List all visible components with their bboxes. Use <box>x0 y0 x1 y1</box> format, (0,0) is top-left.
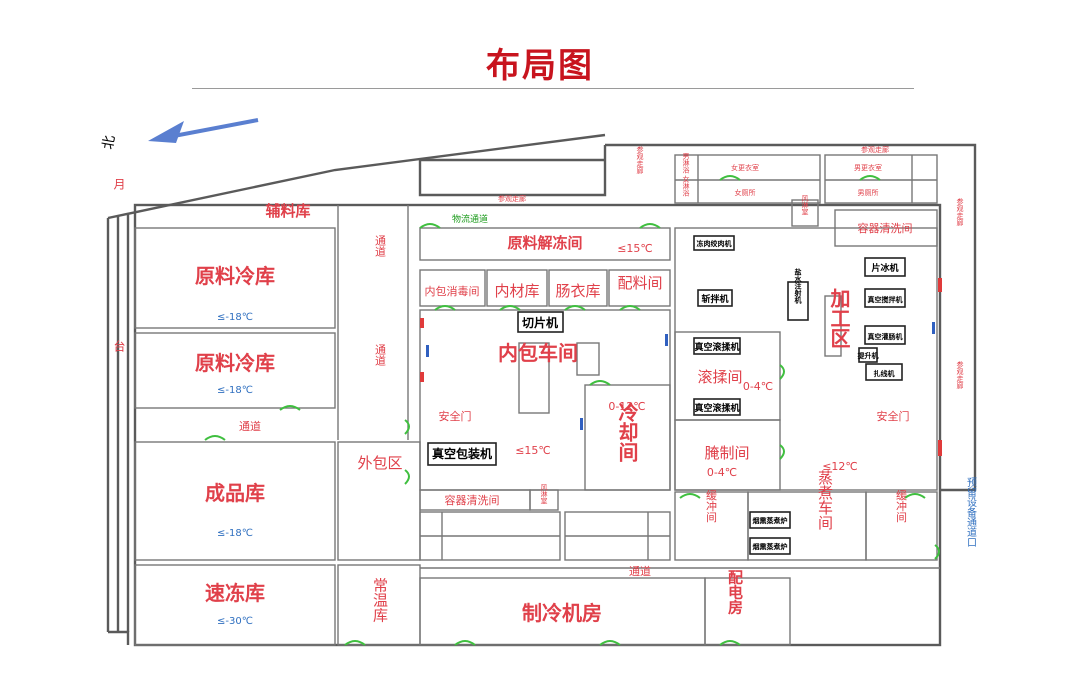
label-fenglin-1: 风淋室 <box>801 195 809 216</box>
equip-label-guanchang: 真空灌肠机 <box>868 332 903 341</box>
temp-sudong: ≤-30℃ <box>217 616 253 627</box>
label-zhengzhu: 蒸煮车间 <box>816 470 834 531</box>
equip-qiepianji <box>517 311 564 333</box>
room-yuanliao-2 <box>134 332 336 409</box>
label-yanzhi: 腌制间 <box>704 444 749 462</box>
label-nv-linyu: 女淋浴 <box>682 175 690 198</box>
room-yuanliao-1 <box>134 227 336 329</box>
equip-label-yanxun-2: 烟熏蒸煮炉 <box>753 542 788 551</box>
label-yuanliao-1: 原料冷库 <box>195 264 275 288</box>
label-peidian: 配电房 <box>726 570 744 616</box>
label-rongqi-2: 容器清洗间 <box>445 493 500 507</box>
label-yuliu: 预留设备通道口 <box>965 477 977 547</box>
label-neicai: 内材库 <box>494 282 539 300</box>
label-fuliao: 辅料库 <box>265 202 310 220</box>
equip-label-qiepianji: 切片机 <box>522 315 558 330</box>
room-lengque <box>584 384 671 491</box>
equip-label-gunrou-1: 真空滚揉机 <box>694 341 739 353</box>
label-anquanmen-1: 安全门 <box>439 409 472 423</box>
label-neibao: 内包车间 <box>498 341 578 365</box>
temp-lengque: 0-12℃ <box>608 400 645 413</box>
label-nv-cesuo: 女厕所 <box>735 188 756 197</box>
corridor-bottom: 通道 <box>629 564 651 578</box>
label-nv-gengyi: 女更衣室 <box>731 163 759 172</box>
label-neibao-xiaodu: 内包消毒间 <box>425 284 480 298</box>
label-fenglin-2: 风淋室 <box>540 484 548 505</box>
label-men-gengyi: 男更衣室 <box>854 163 882 172</box>
label-yuanliao-2: 原料冷库 <box>195 351 275 375</box>
platform-label: 月台 <box>112 178 126 502</box>
temp-jiagong: ≤12℃ <box>822 460 858 473</box>
equip-label-yanxun-1: 烟熏蒸煮炉 <box>753 516 788 525</box>
room-jiedong <box>419 227 671 261</box>
room-neicai <box>486 269 548 307</box>
corridor-canguan-right-1: 参观走廊 <box>956 197 964 227</box>
temp-yuanliao-1: ≤-18℃ <box>217 312 253 323</box>
label-zhileng: 制冷机房 <box>522 601 602 625</box>
room-peidian <box>704 577 791 646</box>
equip-label-pianbing: 片冰机 <box>871 262 898 274</box>
equip-label-jiaoban: 真空搅拌机 <box>868 295 903 304</box>
corridor-canguan-left: 参观走廊 <box>636 145 644 175</box>
room-peiliao <box>608 269 671 307</box>
label-jiedong: 原料解冻间 <box>507 234 582 252</box>
temp-yuanliao-2: ≤-18℃ <box>217 385 253 396</box>
room-sudong <box>134 564 336 646</box>
label-yiyi: 肠衣库 <box>555 282 600 300</box>
temp-chengpin: ≤-18℃ <box>217 528 253 539</box>
label-changwen: 常温库 <box>371 578 389 623</box>
outer-wall-top-left <box>107 133 606 220</box>
label-chengpin: 成品库 <box>205 481 265 505</box>
doors <box>204 175 940 646</box>
equip-label-tisheng: 提升机 <box>857 351 879 360</box>
label-lengque: 冷却间 <box>615 401 639 462</box>
equip-label-zaxian: 扎线机 <box>874 369 895 378</box>
equip-label-zhanban: 斩拌机 <box>701 293 728 305</box>
north-arrow-icon <box>148 118 259 143</box>
label-anquanmen-2: 安全门 <box>877 409 910 423</box>
equip-zhenkong-baozhuangji <box>427 442 497 466</box>
label-men-cesuo: 男厕所 <box>858 188 879 197</box>
title-divider <box>192 88 914 89</box>
label-rongqi-1: 容器清洗间 <box>858 221 913 235</box>
corridor-h: 通道 <box>239 419 261 433</box>
label-gunrou: 滚揉间 <box>697 368 742 386</box>
room-fenglin-2 <box>529 489 559 511</box>
equip-label-zhusheji: 盐水注射机 <box>794 268 803 305</box>
equip-label-gunrou-2: 真空滚揉机 <box>694 402 739 414</box>
temp-yanzhi: 0-4℃ <box>707 466 737 479</box>
label-peiliao: 配料间 <box>617 274 662 292</box>
corridor-wuliu: 物流通道 <box>452 213 488 225</box>
label-huanchong-1: 缓冲间 <box>705 489 718 523</box>
label-men-linyu: 男淋浴 <box>682 153 690 175</box>
page-title: 布局图 <box>486 46 594 86</box>
label-jiagong: 加工区 <box>827 288 851 348</box>
label-huanchong-2: 缓冲间 <box>895 489 908 523</box>
temp-gunrou: 0-4℃ <box>743 380 773 393</box>
room-fenglin-1 <box>791 199 819 227</box>
room-huanchong-2 <box>865 491 938 561</box>
visit-corridor-outline <box>605 143 977 492</box>
temp-jiedong: ≤15℃ <box>617 242 653 255</box>
label-sudong: 速冻库 <box>205 581 265 605</box>
equip-label-jiaorou: 冻肉绞肉机 <box>697 239 732 248</box>
corridor-canguan-right-2: 参观走廊 <box>956 360 964 390</box>
corridor-v2: 通道 <box>374 344 387 366</box>
corridor-v1: 通道 <box>374 235 387 257</box>
room-chengpin <box>134 441 336 561</box>
room-rongqi-1 <box>834 209 938 247</box>
room-neibao-xiaodu <box>419 269 486 307</box>
room-yanzhi <box>674 419 781 491</box>
corridor-canguan-mid: 参观走廊 <box>861 145 889 154</box>
equip-label-baozhuang: 真空包装机 <box>432 446 492 461</box>
temp-neibao: ≤15℃ <box>515 444 551 457</box>
corridor-canguan-top: 参观走廊 <box>498 194 526 203</box>
north-label: 北 <box>100 134 118 151</box>
label-waibao: 外包区 <box>357 454 402 472</box>
